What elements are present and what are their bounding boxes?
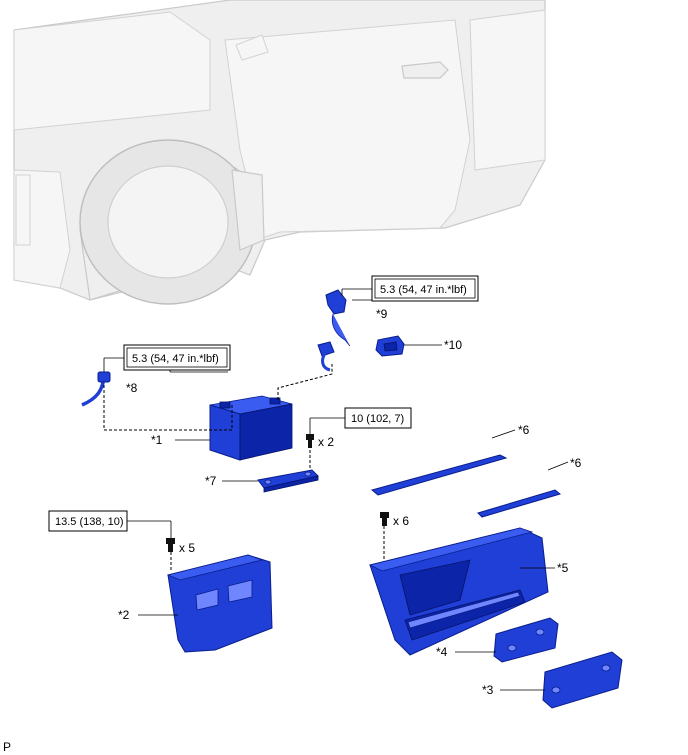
part-label-3: *3: [482, 683, 494, 697]
torque-box-7: 10 (102, 7): [344, 407, 412, 429]
battery-1: [209, 395, 293, 461]
part-label-2: *2: [118, 608, 130, 622]
cover-3: [542, 651, 623, 709]
part-label-10: *10: [444, 338, 462, 352]
torque-value-7: 10 (102, 7): [351, 413, 404, 425]
part-label-4: *4: [436, 645, 448, 659]
torque-box-9: 5.3 (54, 47 in.*lbf): [371, 275, 479, 302]
part-label-6a: *6: [518, 423, 530, 437]
torque-box-8: 5.3 (54, 47 in.*lbf): [123, 344, 231, 371]
hold-down-7: [257, 469, 319, 493]
bolt-5: [380, 512, 389, 526]
torque-value-2: 13.5 (138, 10): [55, 516, 124, 528]
panel-2: [166, 554, 273, 653]
bolt-count-2: x 5: [179, 541, 195, 555]
torque-value-8: 5.3 (54, 47 in.*lbf): [132, 353, 219, 365]
step-5: [368, 527, 549, 656]
part-label-9: *9: [376, 307, 388, 321]
step-strip-6a: [370, 454, 508, 496]
cable-8: [81, 371, 111, 407]
part-label-5: *5: [557, 561, 569, 575]
bolt-count-7: x 2: [318, 435, 334, 449]
part-label-1: *1: [151, 433, 163, 447]
cable-terminal-9: [317, 289, 351, 372]
torque-value-9: 5.3 (54, 47 in.*lbf): [380, 284, 467, 296]
corner-mark: P: [3, 740, 11, 754]
vehicle-illustration: [13, 0, 546, 305]
bolt-7: [306, 434, 314, 448]
clamp-10: [375, 335, 405, 357]
part-label-8: *8: [126, 381, 138, 395]
part-label-7: *7: [205, 474, 217, 488]
part-label-6b: *6: [570, 456, 582, 470]
torque-box-2: 13.5 (138, 10): [48, 510, 128, 532]
bolt-count-5: x 6: [393, 514, 409, 528]
cover-4: [493, 617, 559, 663]
bolt-2: [166, 538, 175, 552]
step-strip-6b: [477, 489, 562, 518]
